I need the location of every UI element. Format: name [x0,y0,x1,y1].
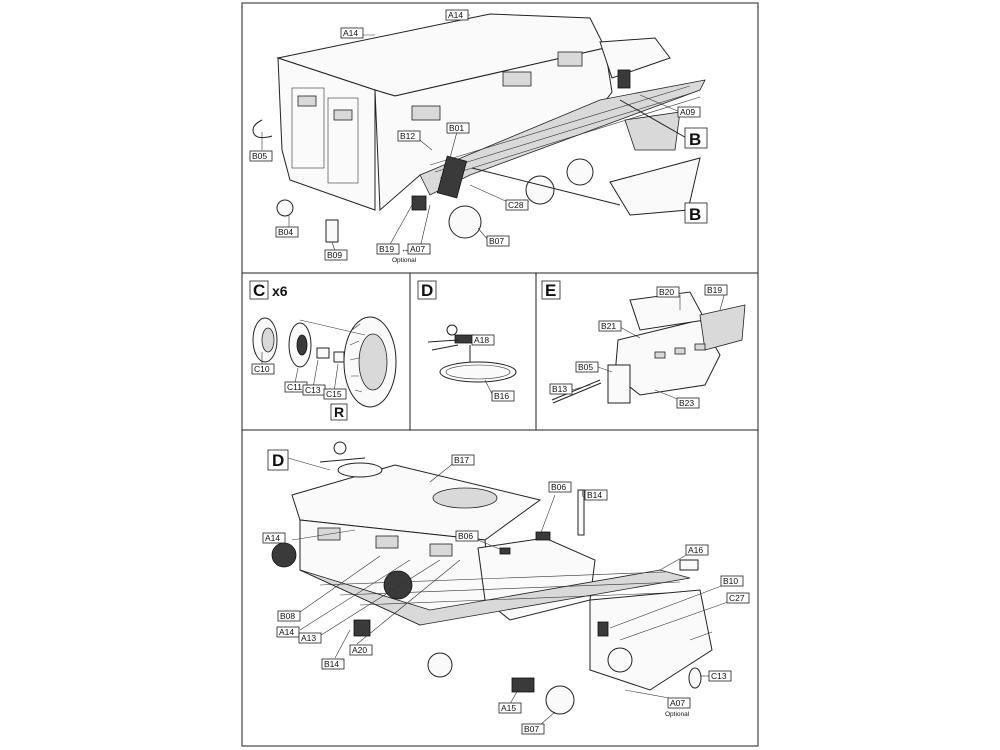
label-b04: B04 [278,227,293,237]
frame-bottom [241,429,759,747]
label-b08: B08 [280,611,295,621]
label-a13: A13 [301,633,316,643]
label-c15: C15 [326,389,342,399]
arrow-double-icon: ↔ [401,244,410,254]
panel-c-letter: C [253,281,265,300]
subassembly-b-marker-1: B [689,130,701,149]
panel-d-letter: D [421,281,433,300]
label-a14-wheel: A14 [265,533,280,543]
label-b06-left: B06 [458,531,473,541]
label-b16: B16 [494,391,509,401]
label-b23: B23 [679,398,694,408]
label-b07: B07 [489,236,504,246]
label-b12: B12 [400,131,415,141]
label-a14-left: A14 [343,28,358,38]
panel-final-letter: D [272,451,284,470]
label-a07: A07 [410,244,425,254]
final-assembly-drawing [271,441,729,726]
label-a07-final: A07 [670,698,685,708]
label-a14-lower: A14 [279,627,294,637]
label-b10: B10 [723,576,738,586]
label-b07-final: B07 [524,724,539,734]
label-b21: B21 [601,321,616,331]
turret-drawing [551,291,746,404]
label-c13: C13 [305,385,321,395]
panel-e-letter: E [545,281,556,300]
label-b06-top: B06 [551,482,566,492]
label-b17: B17 [454,455,469,465]
label-a16: A16 [688,545,703,555]
label-b19-e: B19 [707,285,722,295]
label-c10: C10 [254,364,270,374]
label-optional-final: Optional [665,711,690,718]
panel-c-count: x6 [272,283,288,299]
label-a09: A09 [680,107,695,117]
label-a20: A20 [352,645,367,655]
label-b20: B20 [659,287,674,297]
label-b14-lower: B14 [324,659,339,669]
label-b19: B19 [379,244,394,254]
label-b14-top: B14 [587,490,602,500]
label-b01: B01 [449,123,464,133]
subassembly-r-marker: R [334,404,344,420]
label-optional: Optional [392,257,417,264]
label-c13-final: C13 [711,671,727,681]
label-b05: B05 [252,151,267,161]
label-c11: C11 [287,382,302,392]
label-b09: B09 [327,250,342,260]
gun-mount-drawing [427,324,517,395]
subassembly-b-marker-2: B [689,205,701,224]
label-a15: A15 [501,703,516,713]
label-b13: B13 [552,384,567,394]
label-a18: A18 [474,335,489,345]
label-c28: C28 [508,200,524,210]
wheel-assembly-drawing [252,316,397,408]
top-hull-drawing [252,13,706,255]
label-a14-top: A14 [448,10,463,20]
label-b05-e: B05 [578,362,593,372]
label-c27: C27 [729,593,745,603]
